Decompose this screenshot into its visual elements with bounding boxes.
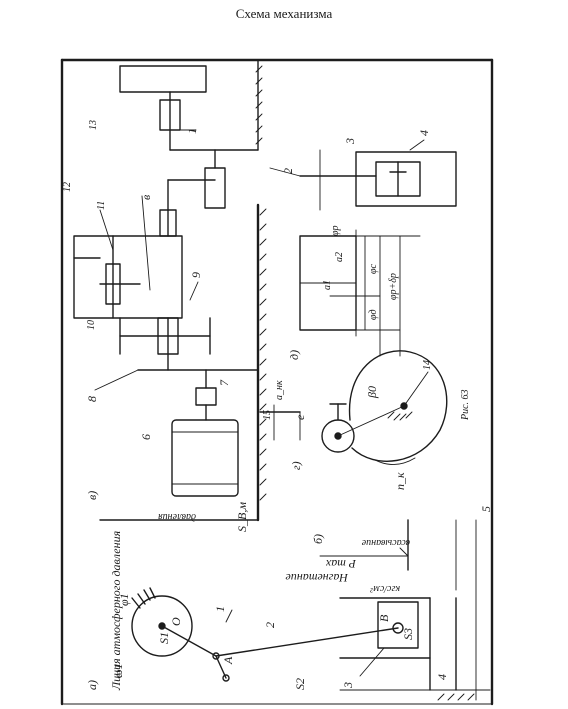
label-nk: n_к <box>393 472 407 490</box>
label-beta0: β0 <box>365 386 379 399</box>
label-O: O <box>169 617 183 626</box>
label-phi-p: φр <box>330 225 341 236</box>
upper-cylinder <box>269 139 457 211</box>
label-omega1: ω1 <box>111 664 125 678</box>
label-e: e <box>293 414 307 420</box>
diagram-labels: а) б) в) г) д) ω1 φ1 O S1 A S2 B S3 1 2 … <box>62 120 493 691</box>
label-gear-10: 10 <box>86 320 97 330</box>
label-panel-a: а) <box>85 680 99 690</box>
label-shaft-3: 3 <box>343 138 357 145</box>
label-n4: 4 <box>435 674 449 680</box>
label-S3: S3 <box>401 628 415 640</box>
crank-slider <box>131 519 491 701</box>
label-ank: a_нк <box>274 380 285 400</box>
label-gear-9: 9 <box>189 272 203 278</box>
label-gear-13: 13 <box>88 120 99 130</box>
label-gear-6: 6 <box>139 434 153 440</box>
label-S2: S2 <box>293 678 307 690</box>
label-A: A <box>221 656 235 665</box>
label-n2: 2 <box>263 622 277 628</box>
label-pressure-units: кгс/см² <box>369 583 400 594</box>
label-S1: S1 <box>157 632 171 644</box>
label-gear-8: 8 <box>85 396 99 402</box>
label-B: B <box>377 614 391 622</box>
figure-caption: Рис. 63 <box>460 389 471 421</box>
label-phi1: φ1 <box>117 593 131 606</box>
label-panel-v: в) <box>85 491 99 500</box>
label-phi-p-d: φр+δр <box>388 273 399 300</box>
label-panel-g: г) <box>289 461 303 470</box>
label-sb: S_B,м <box>235 502 249 532</box>
page-title: Схема механизма <box>235 6 333 21</box>
label-phi-c: φс <box>368 263 379 274</box>
label-gear-7: 7 <box>217 379 231 386</box>
cam-graph <box>259 229 448 465</box>
label-a1: a1 <box>322 280 333 290</box>
label-pmax: P max <box>325 557 357 571</box>
scheme-frame <box>60 58 494 706</box>
label-suction: всасывание <box>361 537 410 548</box>
gear-train <box>73 65 259 497</box>
label-n3: 3 <box>341 682 355 689</box>
label-shaft-2: 2 <box>281 168 295 174</box>
label-compression: давления <box>158 511 196 522</box>
label-shaft-b: в <box>139 195 153 200</box>
label-pressure: Нагнетание <box>285 571 349 585</box>
label-gear-11: 11 <box>96 201 107 210</box>
label-shaft-1: 1 <box>185 128 199 134</box>
label-panel-d: д) <box>287 350 301 360</box>
label-shaft-4: 4 <box>417 130 431 136</box>
label-phi-d: φд <box>368 309 379 320</box>
ground-hatches <box>255 65 267 501</box>
label-gear-12: 12 <box>62 182 73 192</box>
label-e15: 15 <box>262 410 273 420</box>
label-panel-b: б) <box>311 534 325 544</box>
label-n5: 5 <box>479 506 493 512</box>
label-a2: a2 <box>334 252 345 262</box>
label-atm-line: Линия атмосферного давления <box>109 530 123 691</box>
panel-divider <box>99 59 260 522</box>
label-cam-14: 14 <box>422 360 433 370</box>
label-n1: 1 <box>213 606 227 612</box>
